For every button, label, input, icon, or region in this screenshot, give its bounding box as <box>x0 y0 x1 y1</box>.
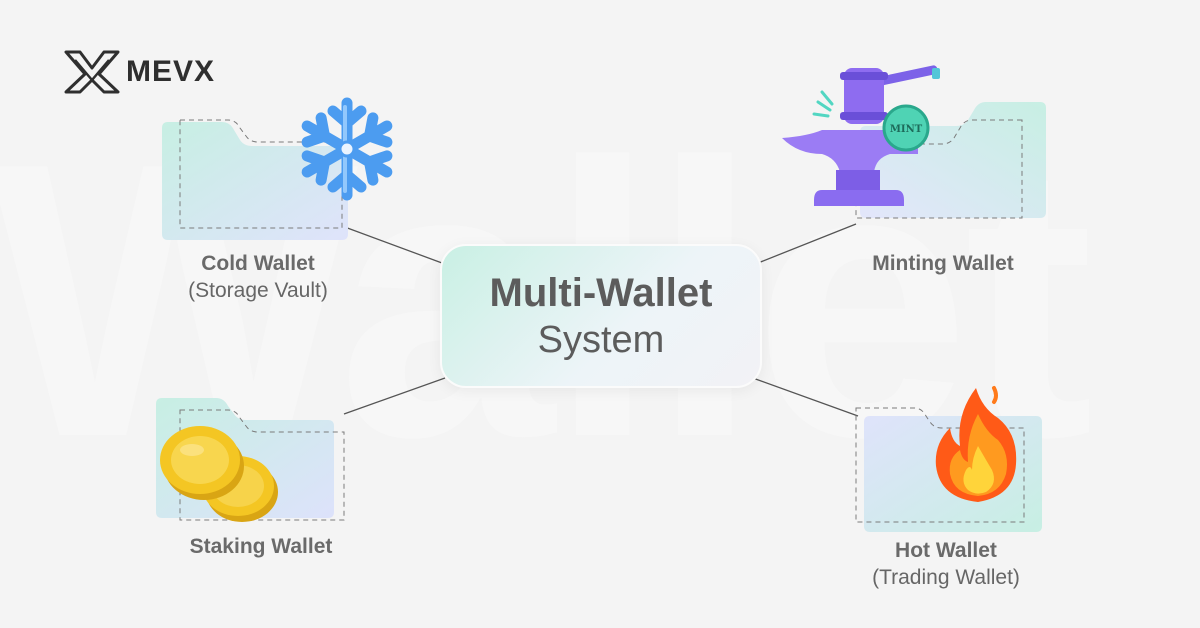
anvil-hammer-icon: MINT <box>782 65 940 206</box>
staking-wallet-name: Staking Wallet <box>189 535 333 558</box>
cold-wallet-name: Cold Wallet <box>201 252 315 275</box>
minting-wallet-label: Minting Wallet <box>846 250 1040 277</box>
multi-wallet-system-node: Multi-Wallet System <box>440 244 762 388</box>
brand-name: MEVX <box>126 55 216 88</box>
center-subtitle: System <box>537 319 665 361</box>
gold-coins-icon <box>160 426 278 522</box>
snowflake-icon <box>292 97 402 204</box>
hot-wallet-name: Hot Wallet <box>895 539 997 562</box>
mint-badge-text: MINT <box>890 124 923 135</box>
hot-wallet-label: Hot Wallet (Trading Wallet) <box>846 537 1046 591</box>
cold-wallet-subtitle: (Storage Vault) <box>188 279 328 302</box>
connector-hot <box>749 376 859 417</box>
hot-wallet-subtitle: (Trading Wallet) <box>872 566 1020 589</box>
connector-staking <box>343 377 446 415</box>
cold-wallet-folder <box>160 116 350 244</box>
connector-minting <box>757 223 857 264</box>
cold-wallet-label: Cold Wallet (Storage Vault) <box>150 250 366 304</box>
minting-wallet-name: Minting Wallet <box>872 252 1014 275</box>
staking-wallet-label: Staking Wallet <box>150 533 372 560</box>
center-title: Multi-Wallet <box>489 271 713 315</box>
mevx-logo-icon <box>64 50 120 94</box>
fire-icon <box>935 386 1017 502</box>
connector-cold <box>341 225 443 264</box>
brand-logo: MEVX <box>64 48 215 96</box>
